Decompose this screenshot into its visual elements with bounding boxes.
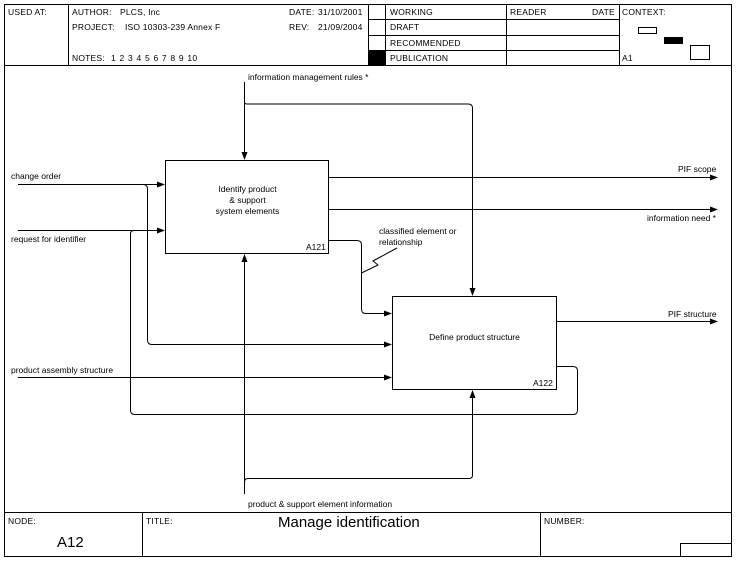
- author-label: AUTHOR:: [72, 7, 112, 17]
- status-publication: PUBLICATION: [390, 53, 449, 63]
- activity-box-a121: [165, 160, 329, 254]
- a122-label-line-1: Define product structure: [429, 332, 520, 342]
- a121-node-id: A121: [306, 242, 326, 252]
- author-value: PLCS, Inc: [120, 7, 161, 17]
- label-product-support-element-information: product & support element information: [248, 499, 393, 509]
- footer-corner-box: [680, 543, 732, 557]
- label-classified-element-line-2: relationship: [379, 237, 423, 247]
- label-pif-scope: PIF scope: [678, 164, 717, 174]
- date-label: DATE:: [289, 7, 315, 17]
- status-recommended: RECOMMENDED: [390, 38, 461, 48]
- title-label: TITLE:: [146, 516, 173, 526]
- label-request-for-identifier: request for identifier: [11, 234, 87, 244]
- arrow-classified-element: [329, 240, 392, 317]
- a122-node-id: A122: [533, 378, 553, 388]
- context-node: A1: [622, 53, 633, 63]
- label-product-assembly-structure: product assembly structure: [11, 365, 114, 375]
- label-information-need: information need *: [647, 213, 716, 223]
- used-at-label: USED AT:: [8, 7, 47, 17]
- status-working: WORKING: [390, 7, 433, 17]
- node-value: A12: [57, 534, 84, 551]
- notes-value: 1 2 3 4 5 6 7 8 9 10: [111, 53, 198, 63]
- number-label: NUMBER:: [544, 516, 585, 526]
- label-pif-structure: PIF structure: [668, 309, 717, 319]
- arrow-change-order-to-a122: [142, 184, 392, 348]
- status-draft: DRAFT: [390, 22, 420, 32]
- project-label: PROJECT:: [72, 22, 115, 32]
- arrow-a122-feedback: [557, 366, 578, 415]
- rev-value: 21/09/2004: [318, 22, 363, 32]
- publication-marker: [369, 51, 385, 65]
- label-change-order: change order: [11, 171, 62, 181]
- node-label: NODE:: [8, 516, 36, 526]
- context-label: CONTEXT:: [622, 7, 666, 17]
- arrow-control-rules-to-a122: [244, 101, 476, 296]
- a121-label-line-3: system elements: [215, 206, 280, 216]
- notes-label: NOTES:: [72, 53, 105, 63]
- context-box-3: [690, 45, 710, 60]
- activity-box-a122: [392, 296, 557, 390]
- a121-label: Identify product & support system elemen…: [165, 184, 330, 217]
- arrow-mechanism-to-a122: [244, 390, 476, 483]
- squiggle-classified-label: [361, 247, 398, 274]
- project-value: ISO 10303-239 Annex F: [125, 22, 221, 32]
- diagram-title: Manage identification: [278, 514, 420, 531]
- rev-label: REV:: [289, 22, 310, 32]
- context-box-1: [638, 27, 657, 34]
- a121-label-line-2: & support: [229, 195, 266, 205]
- arrow-request-identifier-loop: [130, 230, 573, 415]
- a122-label: Define product structure: [392, 332, 557, 343]
- reader-label: READER: [510, 7, 547, 17]
- reader-date-label: DATE: [592, 7, 615, 17]
- date-value: 31/10/2001: [318, 7, 363, 17]
- context-box-current: [664, 37, 683, 44]
- a121-label-line-1: Identify product: [218, 184, 277, 194]
- label-information-management-rules: information management rules *: [248, 72, 369, 82]
- label-classified-element-line-1: classified element or: [379, 226, 457, 236]
- sheet-frame: [4, 4, 732, 557]
